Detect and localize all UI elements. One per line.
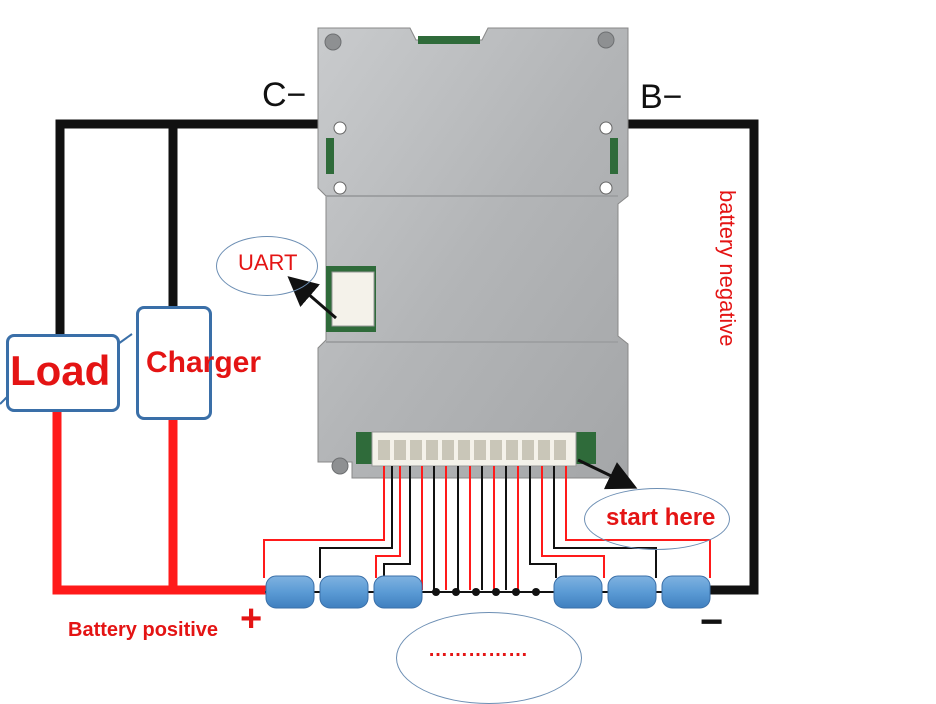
battery-cells: [265, 575, 711, 609]
wiring-diagram-svg: [0, 27, 759, 609]
cell-6: [661, 575, 711, 609]
minus-sign: −: [700, 600, 724, 644]
ellipsis-label: ……………: [428, 639, 528, 661]
cell-2: [319, 575, 369, 609]
charger-box: [136, 306, 212, 420]
cell-gap-dots: [432, 588, 540, 596]
start-here-label: start here: [606, 504, 716, 531]
bms-wiring-diagram: C− B− UART Load Charger battery negative…: [0, 27, 759, 704]
cell-1: [265, 575, 315, 609]
b-minus-label: B−: [640, 78, 683, 116]
cell-5: [607, 575, 657, 609]
cell-3: [373, 575, 423, 609]
battery-positive-label: Battery positive: [68, 619, 219, 641]
plus-sign: +: [240, 598, 263, 640]
cell-4: [553, 575, 603, 609]
start-here-arrow: [577, 458, 638, 490]
start-here-ellipse: [584, 488, 730, 550]
negative-wires: [55, 119, 759, 595]
bms-board: [317, 27, 629, 479]
c-minus-label: C−: [262, 76, 307, 114]
charger-label: Charger: [146, 346, 262, 379]
load-positive-wire: [52, 403, 273, 595]
load-label: Load: [10, 347, 111, 394]
battery-negative-label: battery negative: [715, 190, 740, 347]
uart-label: UART: [238, 250, 298, 275]
b-minus-wire: [600, 119, 759, 595]
load-box: [6, 334, 120, 412]
uart-ellipse: [216, 236, 318, 296]
positive-wires: [52, 403, 273, 595]
